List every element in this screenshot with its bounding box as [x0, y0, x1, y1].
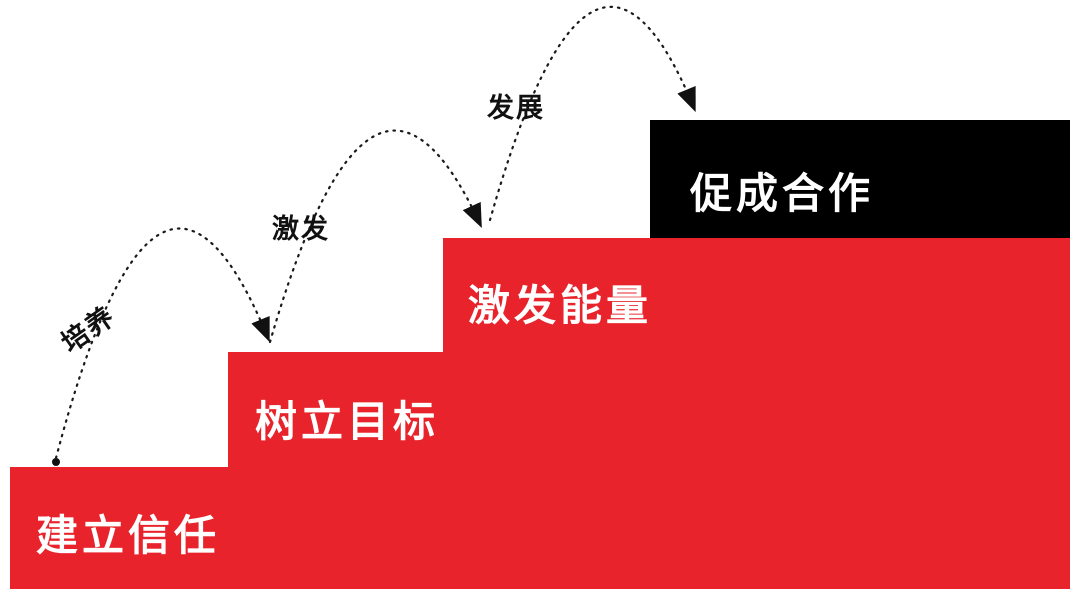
step-label-inspire-energy: 激发能量: [468, 282, 653, 329]
step-facilitate-cooperation: [650, 120, 1070, 238]
step-label-build-trust: 建立信任: [36, 512, 221, 559]
step-label-set-goals: 树立目标: [255, 398, 440, 445]
arc-start-dot: [52, 458, 60, 466]
arc-label-develop: 发展: [487, 93, 545, 123]
step-inspire-energy: [443, 238, 1070, 589]
arc-label-cultivate: 培养: [56, 300, 121, 359]
step-label-facilitate-cooperation: 促成合作: [690, 170, 875, 217]
arc-label-inspire: 激发: [272, 214, 330, 244]
